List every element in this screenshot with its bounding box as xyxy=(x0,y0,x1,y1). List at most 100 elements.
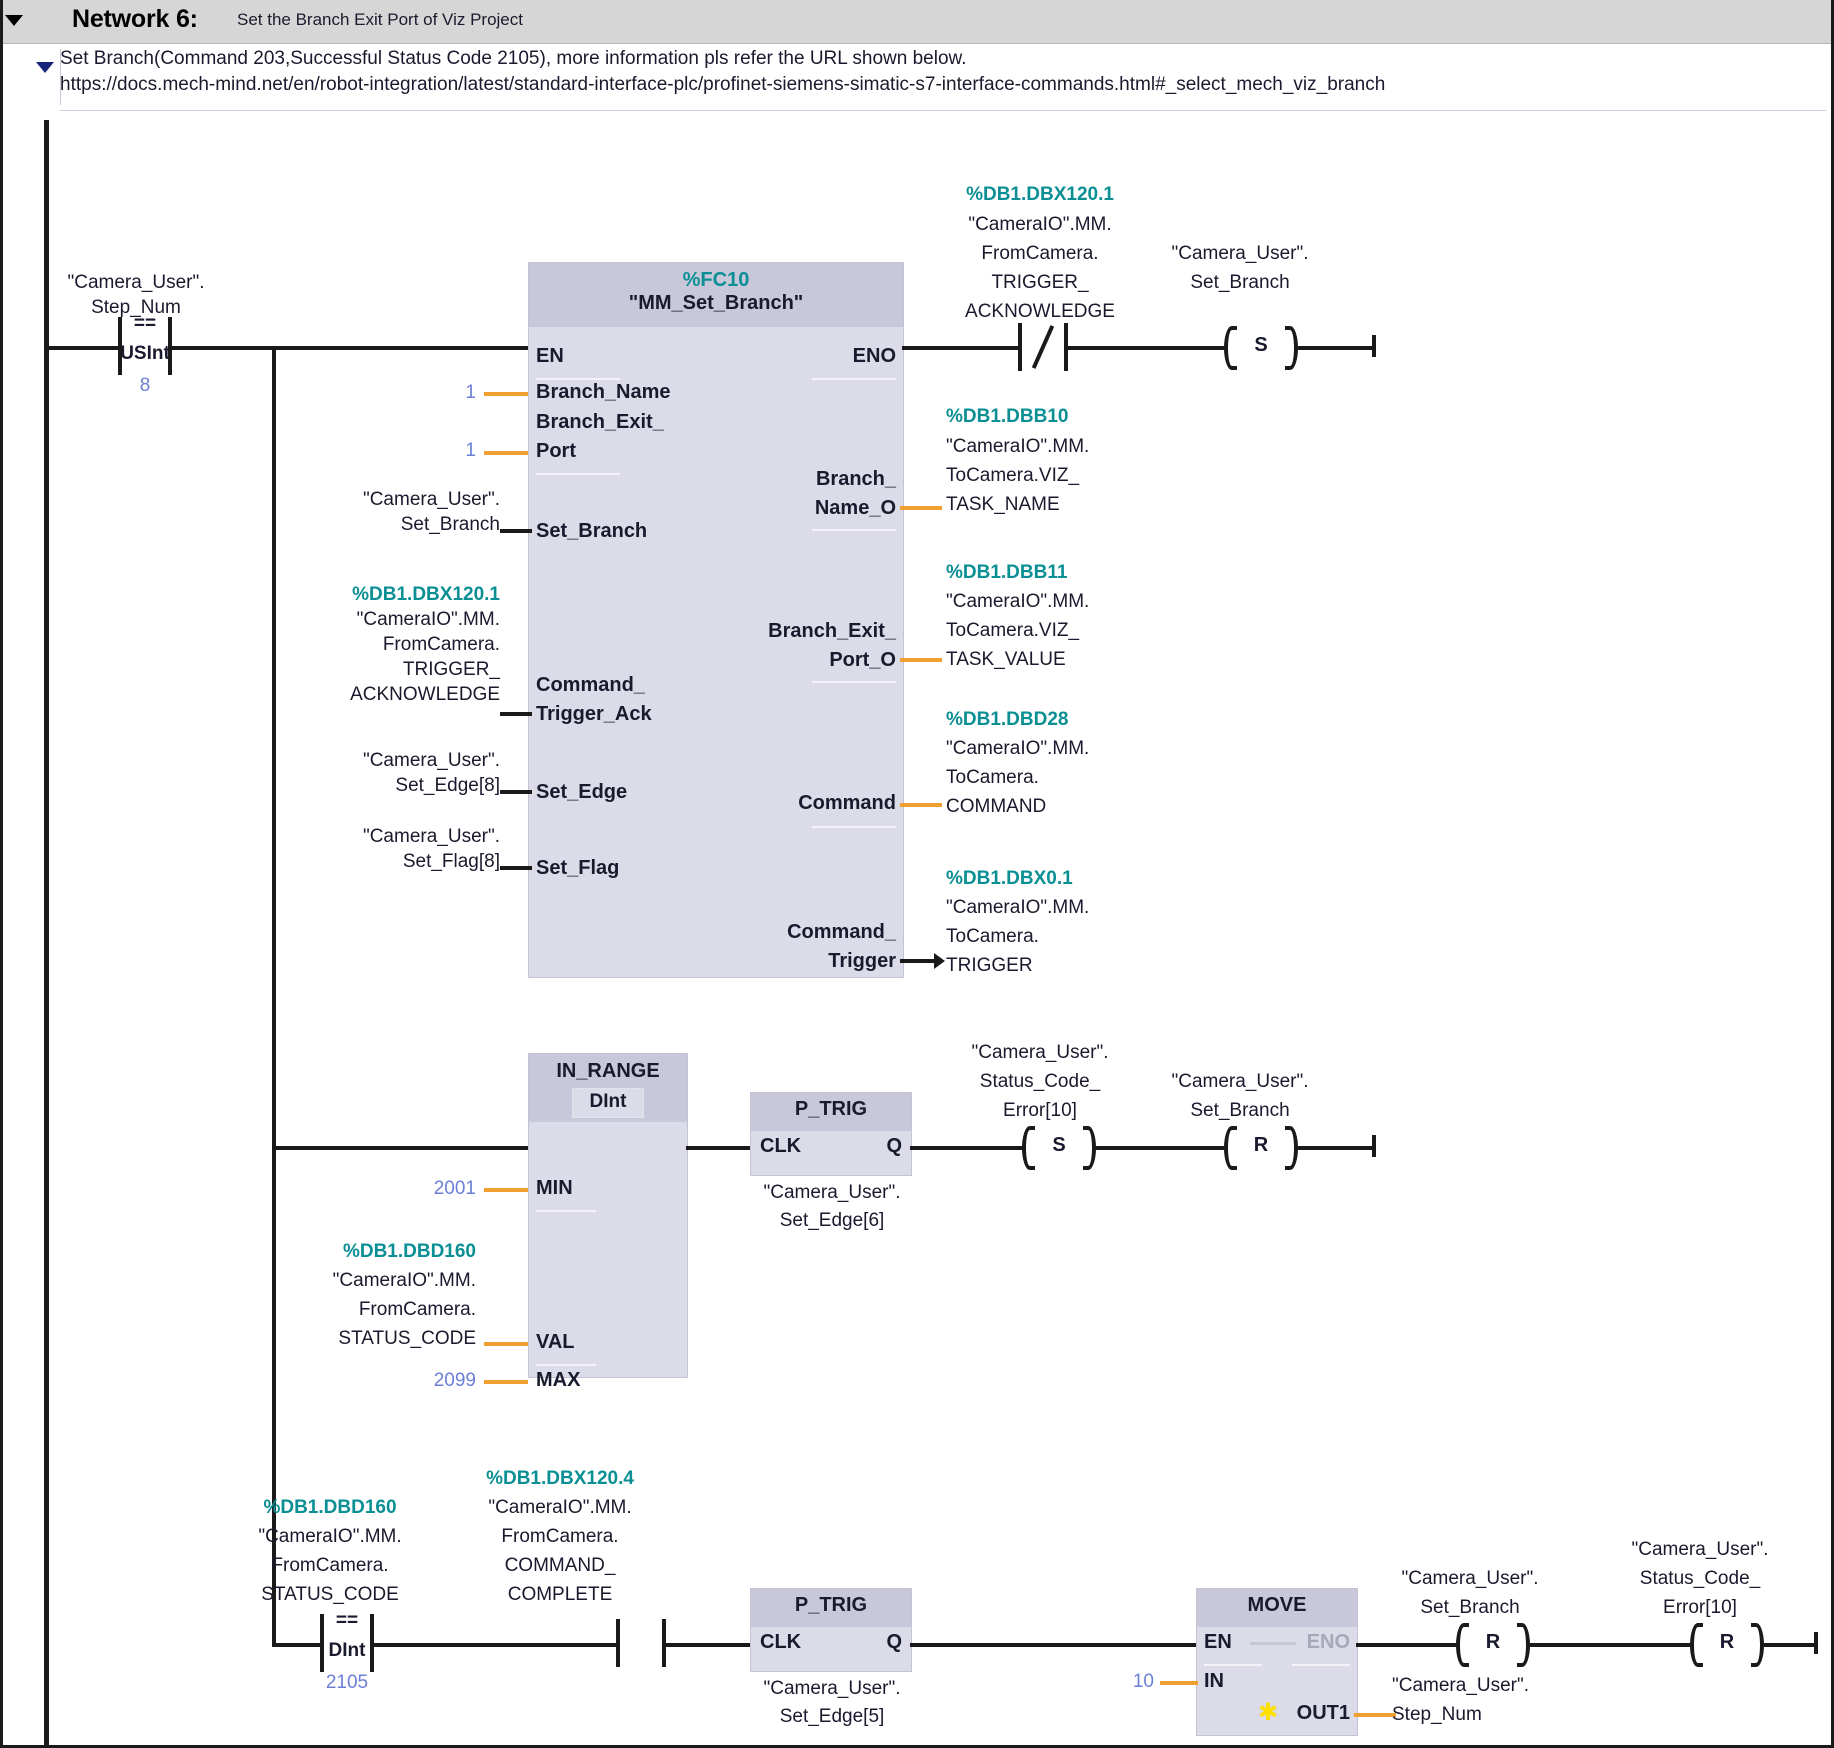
fc10-branch-exit-port-o-address: %DB1.DBB11 xyxy=(946,562,1068,583)
rung3-reset2-operand-2: Status_Code_ xyxy=(1639,1568,1761,1589)
fc10-command-trigger-operand-1: "CameraIO".MM. xyxy=(946,897,1090,918)
fc10-wire-branch-name-o xyxy=(900,506,942,510)
fc10-wire-set-branch xyxy=(500,529,532,533)
fc10-pin-set-flag: Set_Flag xyxy=(536,857,620,879)
compare-contact-step-num[interactable]: == USInt 8 xyxy=(118,313,172,396)
rung2-set-coil-operand-2: Status_Code_ xyxy=(979,1071,1101,1092)
fc10-pin-branch-name-o-1: Branch_ xyxy=(815,468,896,490)
comment-triangle-down-icon[interactable] xyxy=(36,62,54,73)
rung3-no-address: %DB1.DBX120.4 xyxy=(486,1468,634,1489)
fc10-block[interactable]: %FC10 "MM_Set_Branch" xyxy=(528,262,904,978)
fc10-branch-name-o-address: %DB1.DBB10 xyxy=(946,406,1069,427)
compare-contact-status-code[interactable]: == DInt 2105 xyxy=(320,1610,374,1693)
wire-resetcoil1-to-resetcoil2 xyxy=(1526,1643,1692,1647)
fc10-trigger-ack-operand-3: TRIGGER_ xyxy=(402,659,500,680)
rung3-reset2-operand-3: Error[10] xyxy=(1663,1597,1737,1618)
contact-left-bar xyxy=(118,317,122,375)
fc10-command-trigger-address: %DB1.DBX0.1 xyxy=(946,868,1073,889)
in-range-val-address: %DB1.DBD160 xyxy=(342,1241,476,1262)
fc10-branch-name-o-operand-1: "CameraIO".MM. xyxy=(946,436,1090,457)
wire-contact1-to-branch xyxy=(168,346,276,350)
branch-vertical-wire xyxy=(272,346,276,1643)
fc10-address: %FC10 xyxy=(682,269,750,291)
fc10-sep-en xyxy=(536,378,620,380)
move-pin-in: IN xyxy=(1204,1670,1224,1692)
wire-nc-to-coil xyxy=(1064,346,1228,350)
fc10-sep-out2 xyxy=(812,681,896,683)
rung3-cmp-operand-2: FromCamera. xyxy=(271,1555,389,1576)
no-contact-command-complete[interactable] xyxy=(616,1619,666,1667)
rung2-reset-coil-operand-1: "Camera_User". xyxy=(1171,1071,1309,1092)
fc10-sep-out1 xyxy=(812,529,896,531)
move-sep-eno xyxy=(1292,1664,1350,1666)
fc10-branch-name-o-operand-3: TASK_NAME xyxy=(946,494,1060,515)
in-range-pin-min: MIN xyxy=(536,1177,573,1199)
rung3-no-operand-1: "CameraIO".MM. xyxy=(488,1497,632,1518)
fc10-set-flag-operand-1: "Camera_User". xyxy=(362,826,500,847)
comment-block xyxy=(60,49,1827,105)
nc-contact-slash xyxy=(1031,325,1055,369)
left-power-rail xyxy=(44,120,49,1745)
p-trig-rung3-name: P_TRIG xyxy=(794,1594,868,1616)
in-range-pin-val: VAL xyxy=(536,1331,575,1353)
fc10-command-trigger-operand-3: TRIGGER xyxy=(946,955,1033,976)
set-coil-status-code-error[interactable]: S xyxy=(1022,1126,1096,1170)
coil2-letter: S xyxy=(1052,1134,1066,1156)
reset-coil-set-branch-rung3[interactable]: R xyxy=(1456,1623,1530,1667)
asterisk-icon: ✱ xyxy=(1258,1699,1279,1726)
fc10-name: "MM_Set_Branch" xyxy=(628,292,804,314)
rung3-cmp-operand-1: "CameraIO".MM. xyxy=(258,1526,402,1547)
cmp3-operator: == xyxy=(335,1610,359,1631)
fc10-command-operand-2: ToCamera. xyxy=(946,767,1039,788)
reset-coil-status-code-error-rung3[interactable]: R xyxy=(1690,1623,1764,1667)
p-trig-block-rung2[interactable]: P_TRIG xyxy=(750,1092,912,1176)
fc10-wire-branch-name xyxy=(484,392,528,396)
rung3-reset1-operand-1: "Camera_User". xyxy=(1401,1568,1539,1589)
coil5-letter: R xyxy=(1719,1631,1735,1653)
set-coil-set-branch[interactable]: S xyxy=(1224,326,1298,370)
contact-compare-value: 8 xyxy=(139,375,151,396)
move-sep-en xyxy=(1204,1664,1262,1666)
fc10-command-trigger-operand-2: ToCamera. xyxy=(946,926,1039,947)
fc10-command-trigger-arrow-icon xyxy=(934,953,945,969)
rung1-contact-operand-line1: "Camera_User". xyxy=(67,272,205,293)
reset-coil-set-branch-rung2[interactable]: R xyxy=(1224,1126,1298,1170)
p-trig-rung3-operand-2: Set_Edge[5] xyxy=(779,1706,885,1727)
triangle-down-icon[interactable] xyxy=(5,15,23,26)
move-pin-en: EN xyxy=(1204,1631,1232,1653)
p-trig-block-rung3[interactable]: P_TRIG xyxy=(750,1588,912,1672)
rung3-cmp-operand-3: STATUS_CODE xyxy=(261,1584,399,1605)
rung1-set-coil-operand-2: Set_Branch xyxy=(1190,272,1290,293)
move-pin-eno: ENO xyxy=(1306,1631,1350,1653)
fc10-trigger-ack-address: %DB1.DBX120.1 xyxy=(352,584,500,605)
in-range-pin-max: MAX xyxy=(536,1369,581,1391)
rung3-cmp-address: %DB1.DBD160 xyxy=(263,1497,397,1518)
wire-inrange-to-ptrig1 xyxy=(686,1146,752,1150)
p-trig-rung3-pin-q: Q xyxy=(886,1631,902,1653)
coil-left-paren xyxy=(1224,326,1237,370)
p-trig-rung2-name: P_TRIG xyxy=(794,1098,868,1120)
coil4-left-paren xyxy=(1456,1623,1469,1667)
wire-branch-to-inrange xyxy=(272,1146,532,1150)
fc10-wire-command-trigger xyxy=(900,959,936,963)
rung2-end-stub xyxy=(1372,1135,1376,1157)
fc10-pin-branch-name-o-2: Name_O xyxy=(814,497,896,519)
wire-branch-to-fc-en xyxy=(272,346,532,350)
move-block[interactable]: MOVE xyxy=(1196,1588,1358,1736)
wire-coil-to-end1 xyxy=(1294,346,1376,350)
fc10-pin-set-edge: Set_Edge xyxy=(536,781,628,803)
wire-branch-to-cmp xyxy=(272,1643,322,1647)
in-range-sep-min xyxy=(536,1210,596,1212)
in-range-wire-val xyxy=(484,1342,528,1346)
fc10-wire-command xyxy=(900,803,942,807)
fc10-branch-exit-port-o-operand-1: "CameraIO".MM. xyxy=(946,591,1090,612)
fc10-set-branch-operand-1: "Camera_User". xyxy=(362,489,500,510)
wire-no-to-ptrig2 xyxy=(662,1643,752,1647)
rung2-set-coil-operand-3: Error[10] xyxy=(1003,1100,1077,1121)
p-trig-rung2-pin-q: Q xyxy=(886,1135,902,1157)
nc-contact-operand-4: ACKNOWLEDGE xyxy=(965,301,1115,322)
nc-contact-trigger-acknowledge[interactable] xyxy=(1018,323,1068,371)
rung2-reset-coil-operand-2: Set_Branch xyxy=(1190,1100,1290,1121)
wire-ptrig1-to-setcoil xyxy=(910,1146,1024,1150)
